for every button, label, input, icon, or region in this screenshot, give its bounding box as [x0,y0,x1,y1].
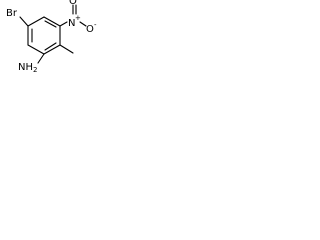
amine-subscript: 2 [33,66,37,74]
nitro-oxygen-single-label: O [86,24,94,35]
bond-to-amine [37,53,45,64]
bond-to-nitro [59,21,68,27]
ring-bond-c4-c5 [43,44,61,55]
nitro-minus-charge: - [94,21,97,29]
ring-bond-c2-c3 [43,16,61,27]
nitro-oxygen-double-label: O [69,0,77,7]
nitro-nitrogen-label: N [68,18,75,29]
bond-to-methyl [59,44,74,54]
ring-double-bond-inner-top [44,20,57,28]
chemical-structure: Br N + O O - NH2 [6,0,97,74]
ring-bond-c1-c2 [27,16,45,27]
nitro-single-bond [79,21,87,27]
amine-label: NH2 [18,62,37,74]
bromine-label: Br [6,8,18,19]
ring-double-bond-inner-right [44,42,57,51]
ring-bond-c5-c6 [27,44,45,55]
benzene-ring [27,16,61,55]
bond-to-bromine [19,16,29,27]
nitro-plus-charge: + [75,14,81,22]
amine-nh-text: NH [18,62,33,73]
